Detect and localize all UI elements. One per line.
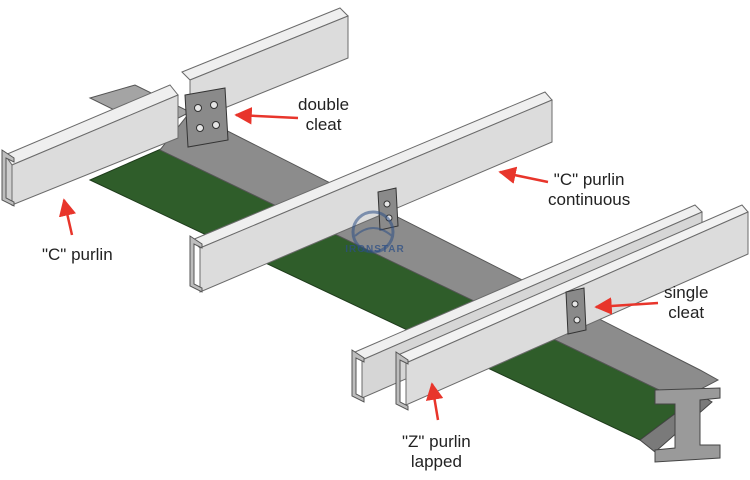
- arrow-single-cleat: [594, 297, 659, 315]
- watermark-text: IRONSTAR: [345, 244, 405, 255]
- arrow-double-cleat: [234, 107, 299, 125]
- callout-arrows: [58, 107, 659, 421]
- i-beam-end-section: [654, 387, 721, 463]
- arrow-c-purlin-continuous: [498, 166, 549, 184]
- c-purlin-continuous: [189, 91, 553, 293]
- label-c-purlin: "C" purlin: [42, 245, 113, 264]
- watermark-logo: [351, 210, 395, 254]
- label-z-purlin-lapped: "Z" purlin lapped: [402, 432, 471, 471]
- label-c-purlin-continuous: "C" purlin continuous: [548, 170, 631, 209]
- c-purlin-left: [1, 84, 179, 207]
- label-double-cleat: double cleat: [298, 95, 350, 134]
- watermark: IRONSTAR: [335, 214, 415, 255]
- arrow-z-purlin: [425, 382, 444, 421]
- double-cleat: [184, 87, 229, 148]
- label-single-cleat: single cleat: [664, 283, 709, 322]
- arrow-c-purlin: [58, 198, 77, 236]
- single-cleat: [565, 287, 587, 335]
